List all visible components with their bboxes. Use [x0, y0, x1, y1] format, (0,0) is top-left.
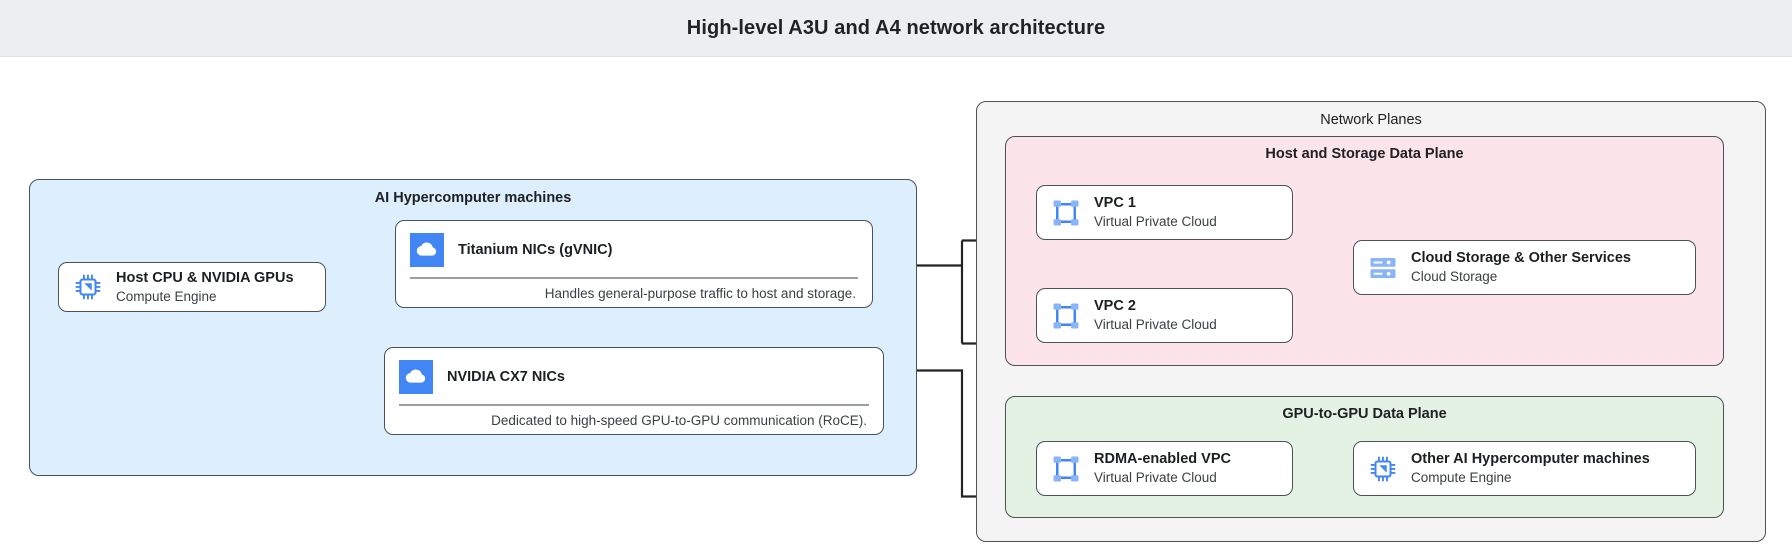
page-title: High-level A3U and A4 network architectu… — [686, 16, 1106, 39]
node-vpc-1-subtitle: Virtual Private Cloud — [1094, 214, 1217, 230]
node-host-cpu-title: Host CPU & NVIDIA GPUs — [116, 269, 294, 286]
node-vpc-2-title: VPC 2 — [1094, 298, 1136, 315]
vpc-network-icon — [1053, 200, 1079, 225]
node-cx7-nics-divider — [399, 404, 869, 406]
node-other-machines-texts: Other AI Hypercomputer machines Compute … — [1411, 451, 1650, 485]
node-cx7-nics-title: NVIDIA CX7 NICs — [447, 369, 565, 385]
page-header: High-level A3U and A4 network architectu… — [0, 0, 1792, 57]
node-vpc-1[interactable]: VPC 1 Virtual Private Cloud — [1036, 185, 1293, 240]
diagram-canvas: AI Hypercomputer machines Host CPU & NVI… — [0, 57, 1792, 560]
node-cx7-nics[interactable]: NVIDIA CX7 NICs Dedicated to high-speed … — [384, 347, 884, 435]
group-title-gpu-plane: GPU-to-GPU Data Plane — [1282, 406, 1447, 422]
node-other-machines-subtitle: Compute Engine — [1411, 470, 1512, 486]
node-cx7-nics-footer: Dedicated to high-speed GPU-to-GPU commu… — [491, 412, 867, 428]
cpu-chip-icon — [1370, 456, 1396, 481]
group-title-host-storage-plane: Host and Storage Data Plane — [1265, 146, 1464, 162]
node-cloud-storage-texts: Cloud Storage & Other Services Cloud Sto… — [1411, 250, 1631, 284]
node-cx7-nics-head: NVIDIA CX7 NICs — [385, 348, 883, 404]
node-titanium-nics[interactable]: Titanium NICs (gVNIC) Handles general-pu… — [395, 220, 873, 308]
node-vpc-2-texts: VPC 2 Virtual Private Cloud — [1094, 298, 1217, 332]
node-vpc-2[interactable]: VPC 2 Virtual Private Cloud — [1036, 288, 1293, 343]
node-titanium-nics-head: Titanium NICs (gVNIC) — [396, 221, 872, 277]
node-rdma-vpc[interactable]: RDMA-enabled VPC Virtual Private Cloud — [1036, 441, 1293, 496]
node-rdma-vpc-texts: RDMA-enabled VPC Virtual Private Cloud — [1094, 451, 1231, 485]
node-titanium-nics-footer: Handles general-purpose traffic to host … — [544, 285, 856, 301]
group-title-network-planes: Network Planes — [1320, 112, 1422, 128]
vpc-network-icon — [1053, 303, 1079, 328]
node-host-cpu-texts: Host CPU & NVIDIA GPUs Compute Engine — [116, 270, 294, 304]
node-vpc-1-texts: VPC 1 Virtual Private Cloud — [1094, 195, 1217, 229]
node-cloud-storage-subtitle: Cloud Storage — [1411, 269, 1498, 285]
vpc-network-icon — [1053, 456, 1079, 481]
node-vpc-1-title: VPC 1 — [1094, 195, 1136, 212]
group-title-ai-machines: AI Hypercomputer machines — [374, 190, 572, 206]
node-titanium-nics-title: Titanium NICs (gVNIC) — [458, 242, 613, 258]
node-rdma-vpc-subtitle: Virtual Private Cloud — [1094, 470, 1217, 486]
node-vpc-2-subtitle: Virtual Private Cloud — [1094, 317, 1217, 333]
node-cloud-storage[interactable]: Cloud Storage & Other Services Cloud Sto… — [1353, 240, 1696, 295]
node-titanium-nics-divider — [410, 277, 858, 279]
node-other-machines-title: Other AI Hypercomputer machines — [1411, 451, 1650, 468]
node-rdma-vpc-title: RDMA-enabled VPC — [1094, 451, 1231, 468]
cpu-chip-icon — [75, 274, 101, 300]
cloud-icon — [399, 360, 433, 394]
cloud-icon — [410, 233, 444, 267]
storage-stack-icon — [1370, 257, 1396, 278]
node-host-cpu-subtitle: Compute Engine — [116, 288, 217, 304]
node-cloud-storage-title: Cloud Storage & Other Services — [1411, 250, 1631, 267]
node-other-machines[interactable]: Other AI Hypercomputer machines Compute … — [1353, 441, 1696, 496]
node-host-cpu[interactable]: Host CPU & NVIDIA GPUs Compute Engine — [58, 262, 326, 312]
